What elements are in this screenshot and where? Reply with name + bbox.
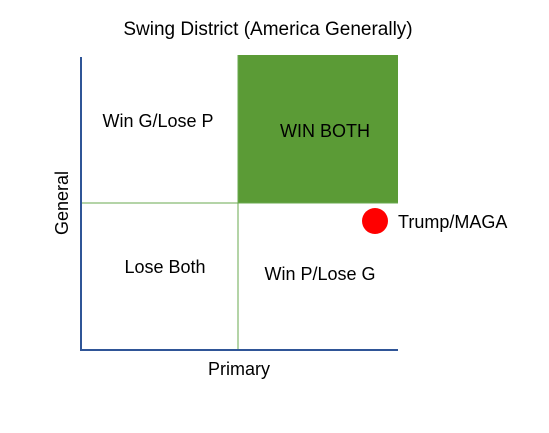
quadrant-label-bottom-left: Lose Both: [124, 257, 205, 277]
marker-label: Trump/MAGA: [398, 212, 507, 232]
x-axis-title: Primary: [208, 359, 270, 379]
y-axis-title: General: [52, 171, 72, 235]
trump-maga-marker-dot: [362, 208, 388, 234]
quadrant-label-top-right: WIN BOTH: [280, 121, 370, 141]
quadrant-label-top-left: Win G/Lose P: [102, 111, 213, 131]
win-both-quadrant: [238, 55, 398, 203]
quadrant-label-bottom-right: Win P/Lose G: [264, 264, 375, 284]
diagram-title: Swing District (America Generally): [123, 19, 412, 40]
